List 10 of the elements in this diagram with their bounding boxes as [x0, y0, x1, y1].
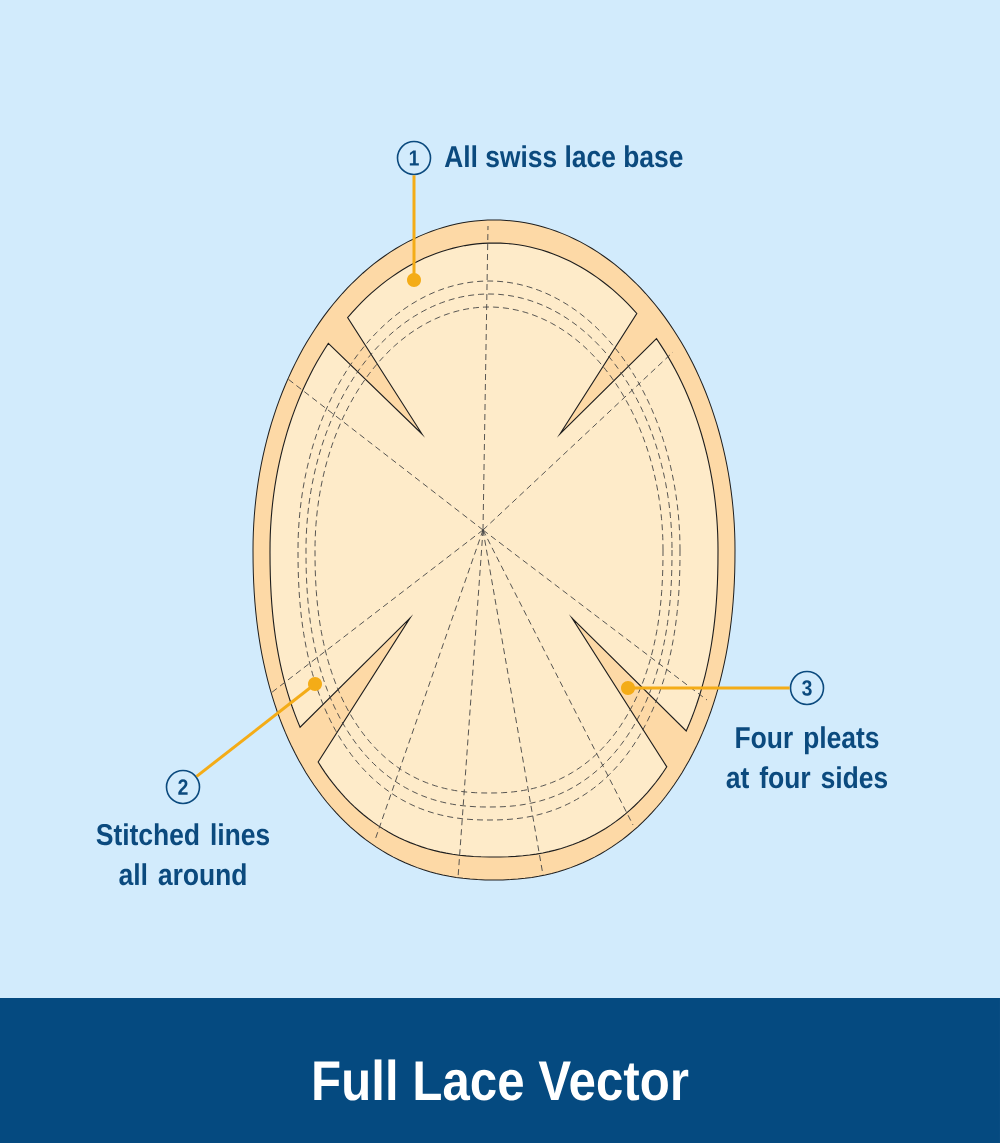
callout-number: 2 [165, 769, 201, 805]
leader-line [407, 175, 421, 287]
callout-label: Stitched lines all around [96, 823, 270, 886]
callout-label: Four pleats at four sides [726, 726, 888, 789]
leader-line [195, 677, 322, 778]
leader-line [621, 681, 790, 695]
callout-number: 1 [396, 140, 432, 176]
title-banner: Full Lace Vector [0, 998, 1000, 1143]
callout-label: All swiss lace base [444, 145, 683, 168]
callout-number: 3 [789, 670, 825, 706]
